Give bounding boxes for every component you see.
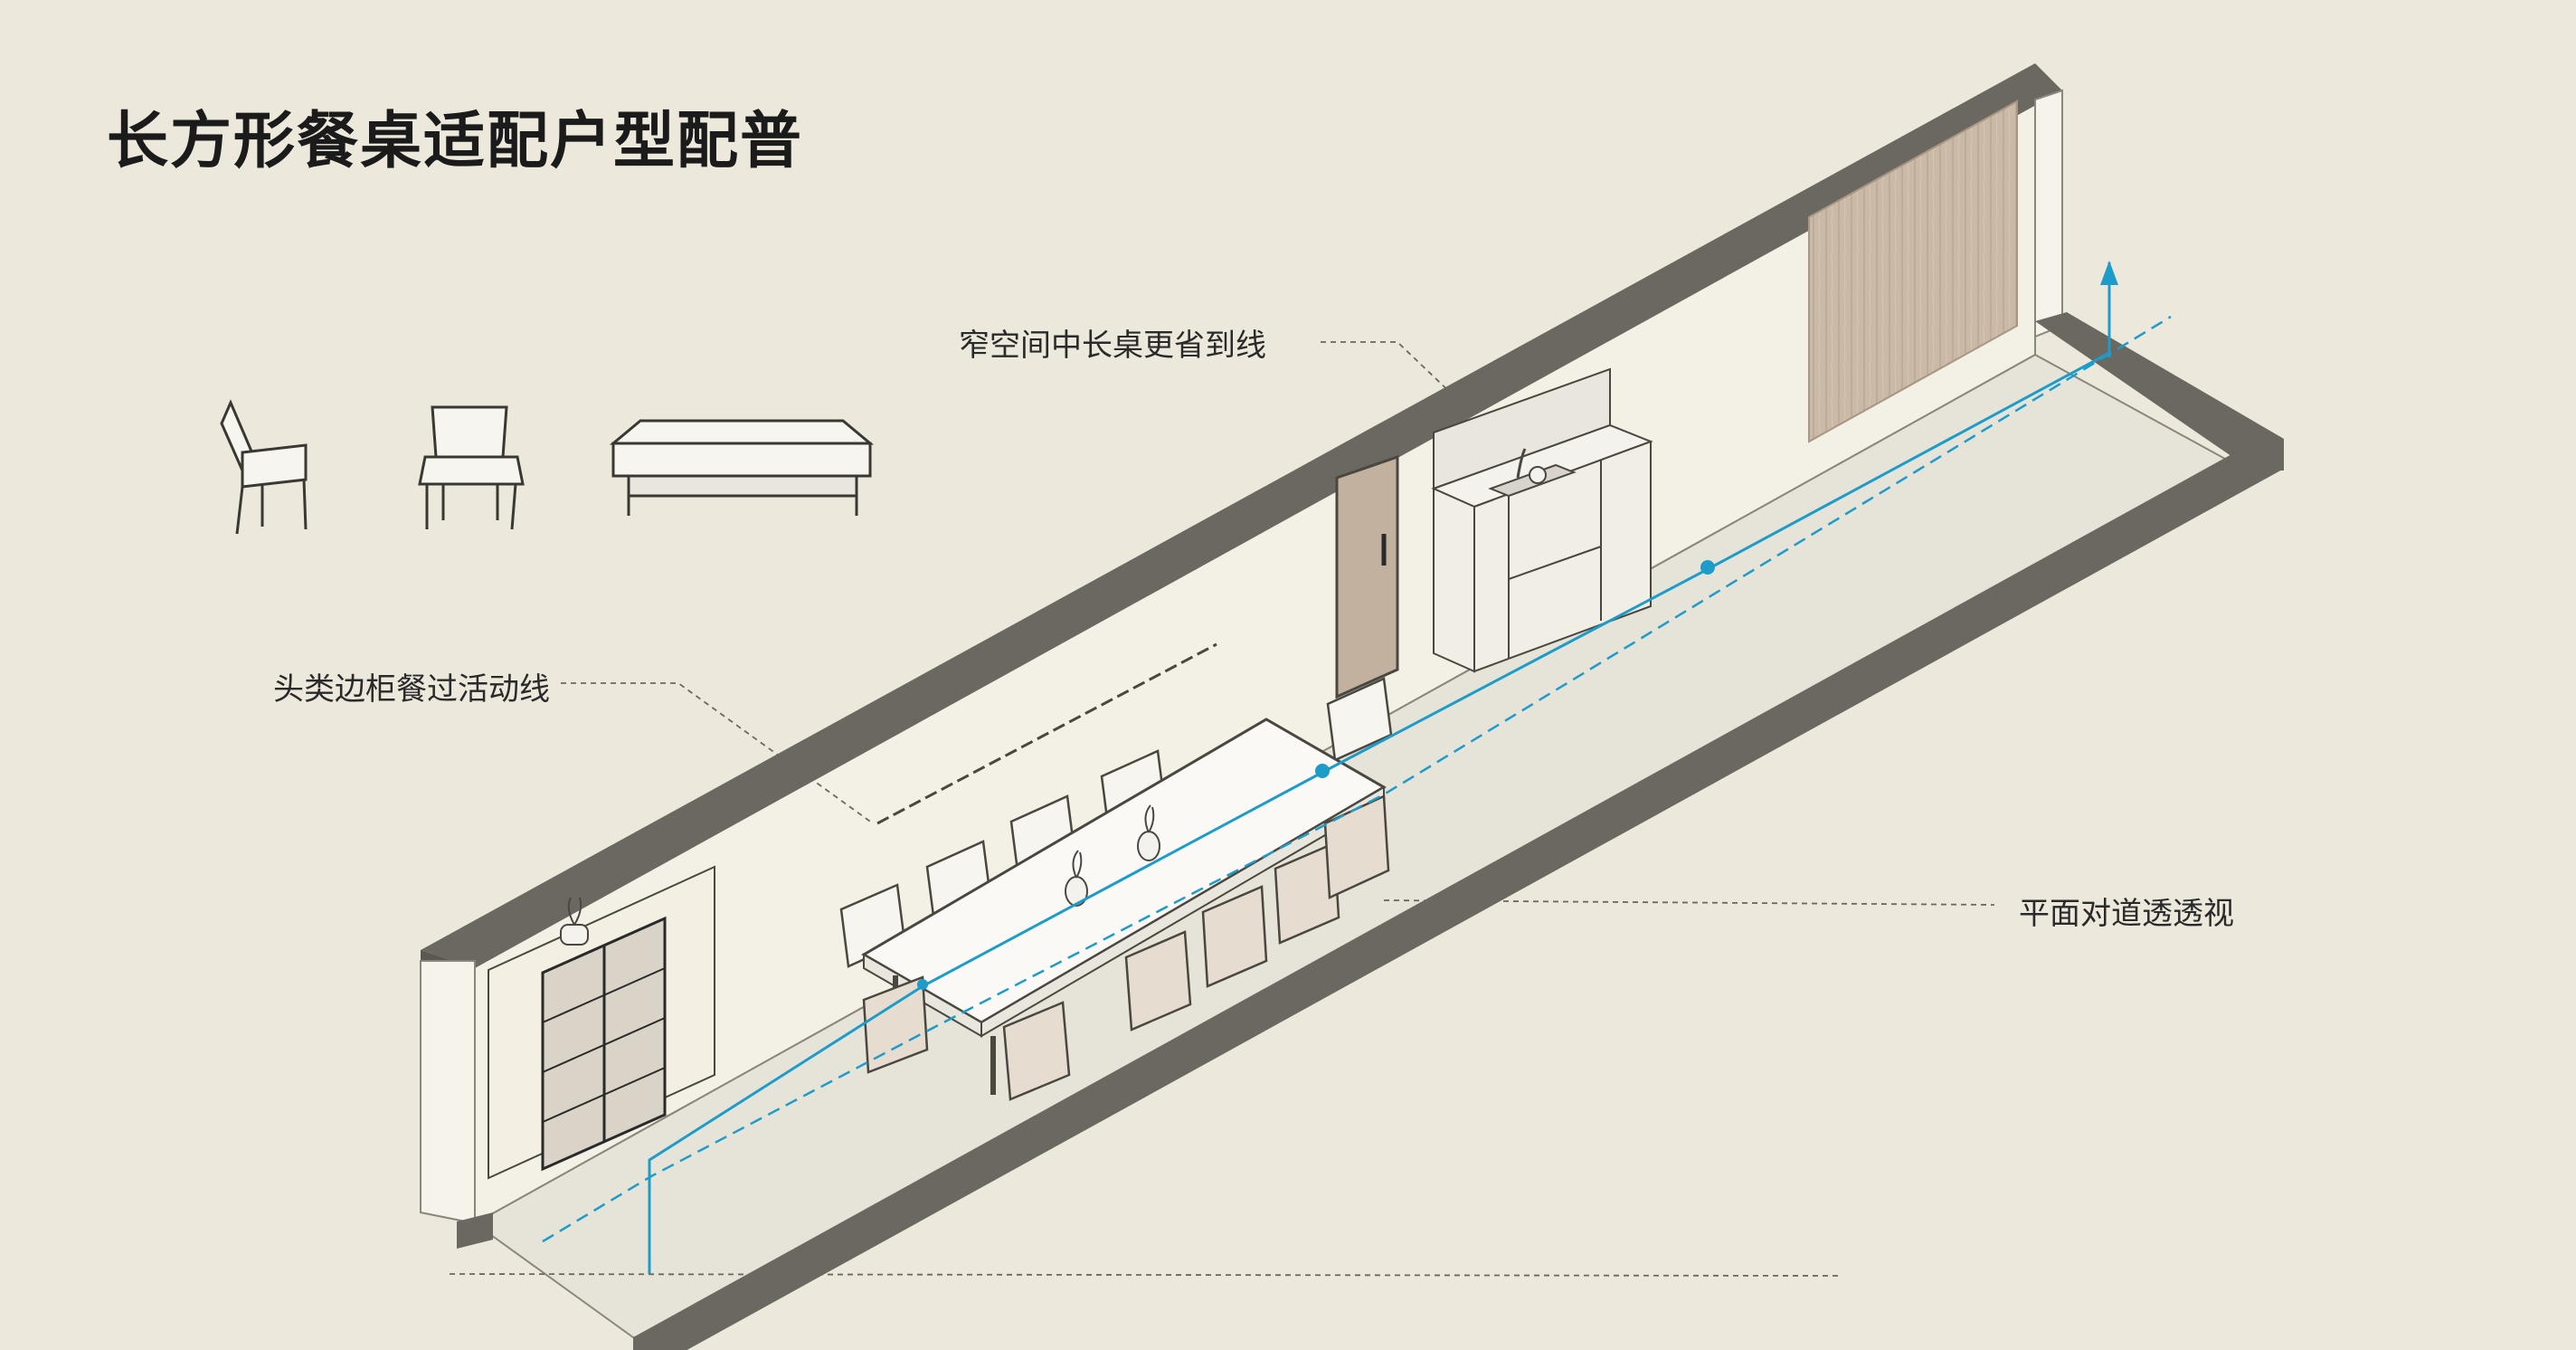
floor-left-edge: [457, 1212, 493, 1249]
front-chairs: [862, 794, 1390, 1101]
callout-narrow-space: 窄空间中长桌更省到线: [959, 328, 1266, 364]
callout-leaders: [449, 341, 1995, 1277]
left-end-wall: [420, 960, 476, 1225]
bench-icon: [609, 419, 875, 516]
page-title: 长方形餐桌适配户型配普: [107, 106, 804, 177]
callout-perspective: 平面对道透透视: [2019, 896, 2234, 932]
flow-arrow-icon: [2100, 261, 2118, 285]
sideboard-cabinet: [488, 865, 715, 1180]
door: [1335, 454, 1399, 699]
circulation-flow-lines: [542, 261, 2172, 1274]
floor-right-edge: [2035, 312, 2284, 471]
side-chair-icon: [220, 399, 308, 535]
wood-wall-panel: [1808, 100, 2018, 443]
back-wall-top: [421, 63, 2062, 968]
kitchen-counter: [1431, 367, 1653, 673]
wall-dashed-line: [876, 642, 1217, 825]
callout-sideboard: 头类边柜餐过活动线: [273, 671, 550, 708]
right-end-column: [2034, 89, 2063, 338]
front-chair-icon: [418, 405, 525, 530]
floor-front-edge: [633, 448, 2284, 1350]
